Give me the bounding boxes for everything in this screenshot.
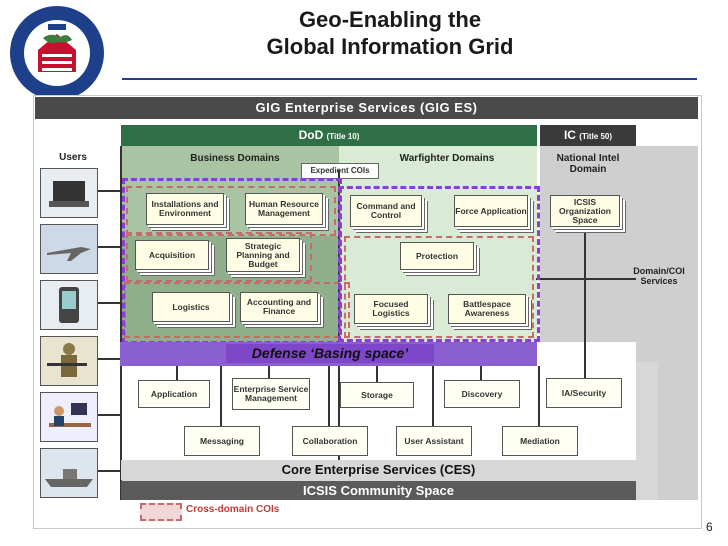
ship-icon [40,448,98,498]
cross-domain-coi-legend-label: Cross-domain COIs [186,504,280,515]
discovery-box: Discovery [444,380,520,408]
laptop-icon [40,168,98,218]
human-resource-management-box: Human Resource Management [245,193,323,225]
cross-domain-coi-outline [126,232,312,282]
connector [98,246,121,248]
connector [98,302,121,304]
soldier-icon [40,336,98,386]
messaging-box: Messaging [184,426,260,456]
slide-title-line1: Geo-Enabling the [298,7,482,32]
user-assistant-box: User Assistant [396,426,472,456]
logistics-box: Logistics [152,292,230,322]
connector [536,278,636,280]
users-header: Users [59,152,87,163]
battlespace-awareness-box: Battlespace Awareness [448,294,526,324]
expedient-cois-label: Expedient COIs [301,163,379,179]
enterprise-service-management-box: Enterprise Service Management [232,378,310,410]
expedient-coi-outline [122,178,342,344]
fighter-jet-icon [40,224,98,274]
dod-bar-title: (Title 10) [326,132,360,141]
dod-bar: DoD (Title 10) [121,125,537,146]
icsis-organization-space-box: ICSIS Organization Space [550,195,620,227]
national-intel-zone [540,146,636,342]
ic-bar: IC (Title 50) [540,125,636,146]
domain-coi-services-label: Domain/COI Services [633,266,685,286]
slide-title-line2: Global Information Grid [266,34,514,59]
ic-bar-title: (Title 50) [579,132,613,141]
storage-box: Storage [340,382,414,408]
connector [328,366,330,426]
dusd-seal-logo [8,4,106,102]
pda-icon [40,280,98,330]
basing-space-label: Defense ‘Basing space’ [226,344,434,363]
connector [98,358,121,360]
command-and-control-box: Command and Control [350,195,422,227]
connector [98,414,121,416]
application-box: Application [138,380,210,408]
connector [584,342,586,378]
connector [98,470,121,472]
connector [376,366,378,384]
ic-bar-label: IC [563,128,576,142]
collaboration-box: Collaboration [292,426,368,456]
connector [220,366,222,426]
connector [120,146,122,500]
title-underline [122,78,697,80]
strategic-planning-box: Strategic Planning and Budget [226,238,300,272]
acquisition-box: Acquisition [135,240,209,270]
ia-security-box: IA/Security [546,378,622,408]
ces-right-edge [636,362,658,500]
force-application-box: Force Application [454,195,528,227]
cross-domain-coi-legend-swatch [140,503,182,521]
connector [98,190,121,192]
icsis-community-space-bar: ICSIS Community Space [121,481,636,500]
page-number: 6 [706,520,713,534]
connector [584,200,586,342]
national-intel-header: National Intel Domain [556,153,620,175]
protection-box: Protection [400,242,474,270]
installations-and-environment-box: Installations and Environment [146,193,224,225]
accounting-and-finance-box: Accounting and Finance [240,292,318,322]
connector [268,366,270,380]
connector [538,366,540,426]
desk-worker-icon [40,392,98,442]
warfighter-domains-header: Warfighter Domains [399,153,495,164]
gig-es-bar: GIG Enterprise Services (GIG ES) [35,97,698,119]
dod-bar-label: DoD [298,128,324,142]
mediation-box: Mediation [502,426,578,456]
connector [432,366,434,426]
focused-logistics-box: Focused Logistics [354,294,428,324]
cross-domain-coi-outline [124,282,350,338]
cross-domain-coi-outline [126,186,336,236]
slide-title: Geo-Enabling the Global Information Grid [200,6,580,60]
expedient-coi-outline [338,186,540,342]
cross-domain-coi-outline [344,236,534,338]
ces-bar: Core Enterprise Services (CES) [121,460,636,480]
business-domains-header: Business Domains [190,153,280,164]
